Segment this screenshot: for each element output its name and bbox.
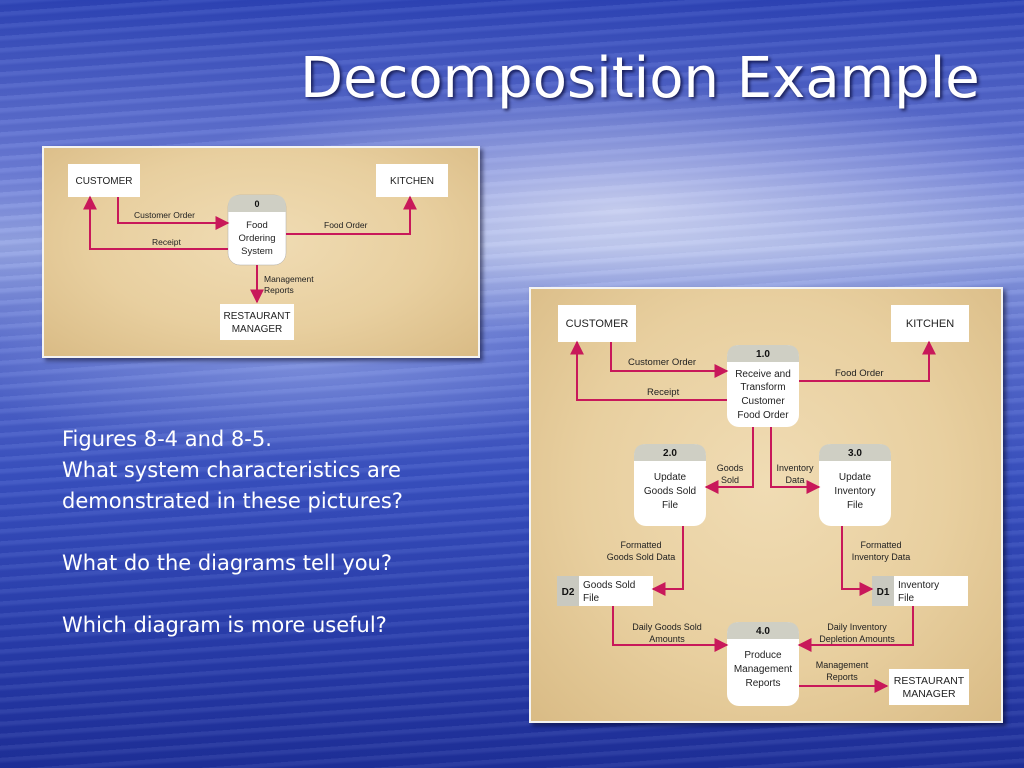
process-1-0-line3: Customer <box>741 396 785 407</box>
flow2-management-reports-label-2: Reports <box>826 672 858 682</box>
process-1-0-line1: Receive and <box>735 369 791 380</box>
process-0-line2: Ordering <box>239 233 276 244</box>
process-3-0-line1: Update <box>839 472 872 483</box>
caption-spacer-1 <box>62 517 462 548</box>
process-2-0-line1: Update <box>654 472 687 483</box>
flow2-formatted-goods-sold-label-1: Formatted <box>620 540 661 550</box>
kitchen-entity-2-label: KITCHEN <box>906 318 954 330</box>
flow2-food-order-label: Food Order <box>835 368 884 379</box>
kitchen-entity-label: KITCHEN <box>390 176 434 187</box>
flow2-receipt-label: Receipt <box>647 387 680 398</box>
process-0-line3: System <box>241 246 273 257</box>
customer-entity <box>68 164 140 197</box>
process-4-0-line1: Produce <box>744 650 782 661</box>
manager-entity <box>220 304 294 340</box>
slide-caption: Figures 8-4 and 8-5. What system charact… <box>62 424 462 641</box>
caption-line-1: Figures 8-4 and 8-5. <box>62 427 272 451</box>
flow-food-order-label: Food Order <box>324 220 368 230</box>
manager-entity-2 <box>889 669 969 705</box>
data-store-d2-id: D2 <box>562 587 575 598</box>
slide-title: Decomposition Example <box>300 46 980 111</box>
process-4-0-id: 4.0 <box>756 626 770 637</box>
process-2-0-line3: File <box>662 500 679 511</box>
flow2-customer-order <box>610 342 729 378</box>
data-store-d1: D1 Inventory File <box>872 576 968 606</box>
manager-entity-2-label-2: MANAGER <box>902 688 956 700</box>
data-store-d1-line1: Inventory <box>898 580 939 591</box>
flow-customer-order-label: Customer Order <box>134 210 195 220</box>
process-3-0-id: 3.0 <box>848 448 862 459</box>
process-1-0-line4: Food Order <box>737 410 789 421</box>
process-1-0: 1.0 Receive and Transform Customer Food … <box>727 345 799 427</box>
flow2-formatted-inventory-label-1: Formatted <box>860 540 901 550</box>
process-4-0-line2: Management <box>734 664 793 675</box>
flow-receipt-label: Receipt <box>152 237 181 247</box>
kitchen-entity <box>376 164 448 197</box>
flow-receipt <box>83 195 228 250</box>
process-1-0-line2: Transform <box>740 382 785 393</box>
caption-line-3: demonstrated in these pictures? <box>62 489 403 513</box>
customer-entity-label: CUSTOMER <box>75 176 132 187</box>
flow2-food-order <box>799 340 936 382</box>
process-3-0: 3.0 Update Inventory File <box>819 444 891 526</box>
process-2-0-id: 2.0 <box>663 448 677 459</box>
process-1-0-id: 1.0 <box>756 349 770 360</box>
manager-entity-2-label-1: RESTAURANT <box>894 675 965 687</box>
customer-entity-2 <box>558 305 636 342</box>
process-4-0-line3: Reports <box>745 678 780 689</box>
flow2-formatted-goods-sold-label-2: Goods Sold Data <box>607 552 676 562</box>
level-0-diagram: CUSTOMER KITCHEN RESTAURANT MANAGER 1.0 … <box>529 287 1003 723</box>
caption-line-4: What do the diagrams tell you? <box>62 551 393 575</box>
kitchen-entity-2 <box>891 305 969 342</box>
caption-line-5: Which diagram is more useful? <box>62 613 387 637</box>
process-2-0: 2.0 Update Goods Sold File <box>634 444 706 526</box>
flow2-goods-sold-label-1: Goods <box>717 463 744 473</box>
flow2-daily-goods-sold <box>612 606 729 652</box>
process-0: 0 Food Ordering System <box>227 194 287 266</box>
flow2-customer-order-label: Customer Order <box>628 357 696 368</box>
process-3-0-line3: File <box>847 500 864 511</box>
flow-management-reports-label-1: Management <box>264 274 314 284</box>
flow2-daily-inventory-label-2: Depletion Amounts <box>819 634 895 644</box>
data-store-d2: D2 Goods Sold File <box>557 576 653 606</box>
context-diagram: CUSTOMER KITCHEN RESTAURANT MANAGER 0 Fo… <box>42 146 480 358</box>
customer-entity-2-label: CUSTOMER <box>566 318 629 330</box>
flow2-goods-sold <box>704 427 754 494</box>
flow-customer-order <box>117 197 230 230</box>
process-0-id: 0 <box>254 199 259 209</box>
process-0-line1: Food <box>246 220 268 231</box>
process-2-0-line2: Goods Sold <box>644 486 696 497</box>
flow2-inventory-data <box>770 427 821 494</box>
flow2-formatted-inventory <box>841 526 874 596</box>
flow2-daily-inventory-label-1: Daily Inventory <box>827 622 887 632</box>
data-store-d2-line2: File <box>583 593 600 604</box>
process-3-0-line2: Inventory <box>834 486 875 497</box>
data-store-d1-id: D1 <box>877 587 890 598</box>
flow2-daily-inventory <box>797 606 914 652</box>
manager-entity-label-1: RESTAURANT <box>223 311 290 322</box>
flow2-inventory-data-label-1: Inventory <box>776 463 814 473</box>
process-4-0: 4.0 Produce Management Reports <box>727 622 799 706</box>
context-diagram-svg: CUSTOMER KITCHEN RESTAURANT MANAGER 0 Fo… <box>68 164 448 340</box>
caption-spacer-2 <box>62 579 462 610</box>
flow2-formatted-inventory-label-2: Inventory Data <box>852 552 911 562</box>
caption-line-2: What system characteristics are <box>62 458 401 482</box>
flow2-goods-sold-label-2: Sold <box>721 475 739 485</box>
flow2-formatted-goods-sold <box>651 526 684 596</box>
data-store-d2-line1: Goods Sold <box>583 580 635 591</box>
flow2-daily-goods-sold-label-1: Daily Goods Sold <box>632 622 702 632</box>
flow2-inventory-data-label-2: Data <box>785 475 804 485</box>
data-store-d1-line2: File <box>898 593 915 604</box>
flow2-daily-goods-sold-label-2: Amounts <box>649 634 685 644</box>
flow-management-reports-label-2: Reports <box>264 285 294 295</box>
flow2-receipt <box>570 340 727 401</box>
manager-entity-label-2: MANAGER <box>232 324 283 335</box>
level-0-diagram-svg: CUSTOMER KITCHEN RESTAURANT MANAGER 1.0 … <box>557 305 969 706</box>
flow2-management-reports-label-1: Management <box>816 660 869 670</box>
flow-food-order <box>286 195 417 235</box>
